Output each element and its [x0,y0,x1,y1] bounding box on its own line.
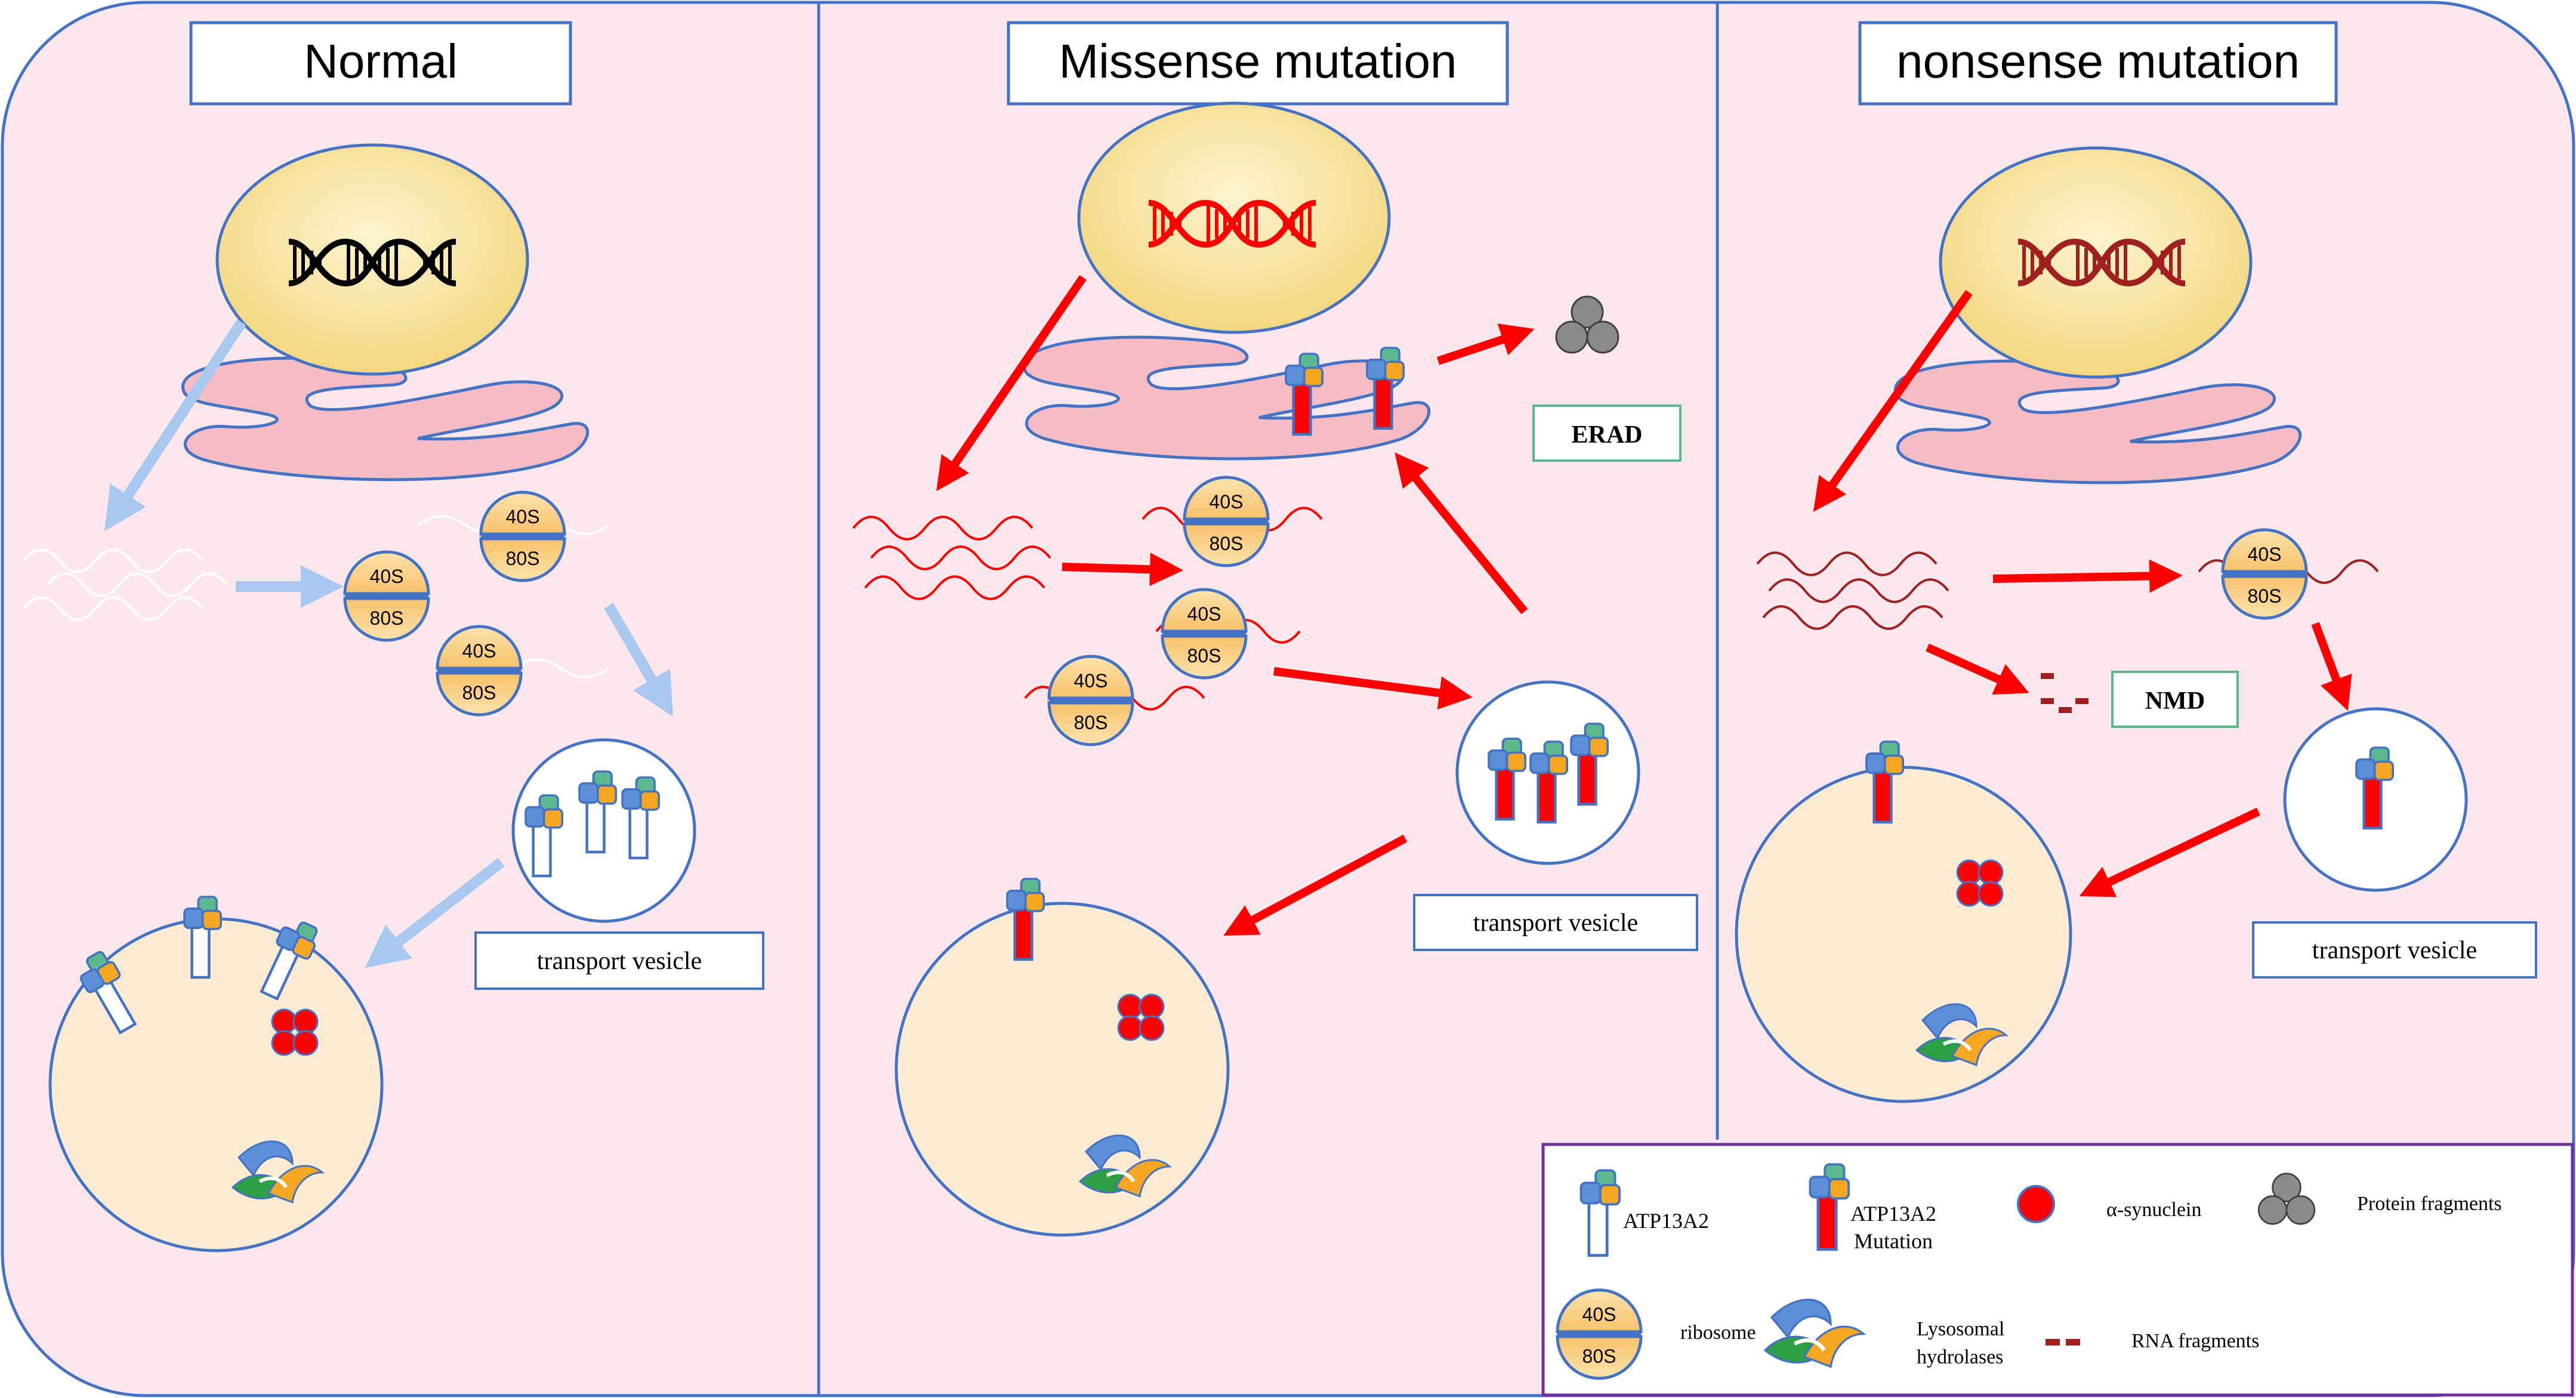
title-nonsense: nonsense mutation [1896,35,2300,88]
legend-lysosomal-2: hydrolases [1917,1346,2003,1368]
legend-ribosome-icon: 40S 80S [1557,1290,1641,1378]
label-vesicle-missense: transport vesicle [1473,909,1638,937]
svg-text:40S: 40S [1582,1304,1616,1325]
svg-text:40S: 40S [2248,544,2282,565]
legend-atp13a2: ATP13A2 [1623,1209,1709,1233]
svg-text:40S: 40S [1074,670,1108,692]
ribosome-missense-1: 40S 80S [1142,477,1323,566]
label-vesicle-normal: transport vesicle [537,948,702,975]
label-vesicle-nonsense: transport vesicle [2312,937,2477,964]
panel-missense: Missense mutation ERAD 40S 80S 40S 80S [852,21,1698,1237]
svg-text:80S: 80S [1187,645,1221,666]
ribosome-nonsense-1: 40S 80S [2198,530,2379,618]
svg-text:40S: 40S [370,566,404,587]
svg-text:80S: 80S [1582,1345,1616,1367]
legend-atp13a2-mutation-1: ATP13A2 [1850,1202,1936,1226]
lysosome-nonsense [1735,766,2072,1103]
legend: ATP13A2 ATP13A2 Mutation α-synuclein Pro… [1541,1143,2574,1397]
label-erad: ERAD [1571,421,1642,449]
title-box-nonsense [1858,21,2338,106]
lysosome-missense [894,902,1230,1237]
svg-text:40S: 40S [1210,491,1244,513]
label-nmd: NMD [2145,687,2205,715]
panel-nonsense: nonsense mutation 40S 80S NMD [1735,21,2537,1103]
svg-text:80S: 80S [1210,533,1244,554]
arrows-nonsense [1813,289,2352,897]
label-box-erad [1532,405,1682,462]
ribosome-missense-2: 40S 80S [1155,590,1301,678]
arrows-missense [936,275,1535,936]
title-box-normal [189,21,572,106]
label-box-vesicle-nonsense [2252,921,2537,979]
ribosome-normal-2: 40S 80S [481,492,564,581]
label-box-vesicle-missense [1413,894,1698,951]
legend-lysosomal-1: Lysosomal [1917,1318,2004,1340]
label-box-nmd [2111,671,2239,728]
svg-text:40S: 40S [462,640,496,662]
ribosome-missense-3: 40S 80S [1024,656,1205,745]
svg-text:80S: 80S [370,607,404,629]
panel-normal: Normal 40S 80S 40S 80S 40S 80S [23,21,764,1252]
svg-text:80S: 80S [1074,712,1108,733]
arrows-normal [104,319,674,968]
title-normal: Normal [304,35,458,88]
svg-text:40S: 40S [506,506,540,527]
legend-ribosome: ribosome [1680,1322,1756,1344]
svg-text:40S: 40S [1187,603,1221,625]
legend-protein-fragments: Protein fragments [2357,1193,2502,1215]
title-missense: Missense mutation [1059,35,1457,88]
rna-fragments-nonsense [2041,673,2088,713]
legend-box [1541,1143,2574,1397]
legend-alpha-synuclein: α-synuclein [2106,1199,2201,1221]
svg-text:80S: 80S [2248,585,2282,607]
svg-text:80S: 80S [506,548,540,569]
label-box-vesicle-normal [474,931,764,990]
legend-rna-fragments: RNA fragments [2131,1330,2259,1352]
legend-synuclein-icon [2017,1185,2055,1223]
svg-text:80S: 80S [462,682,496,703]
title-box-missense [1007,21,1509,106]
legend-atp13a2-mutation-2: Mutation [1854,1229,1933,1253]
ribosome-normal-1: 40S 80S [345,552,428,640]
ribosome-normal-3: 40S 80S [437,627,521,715]
legend-rna-fragments-icon [2046,1339,2080,1345]
